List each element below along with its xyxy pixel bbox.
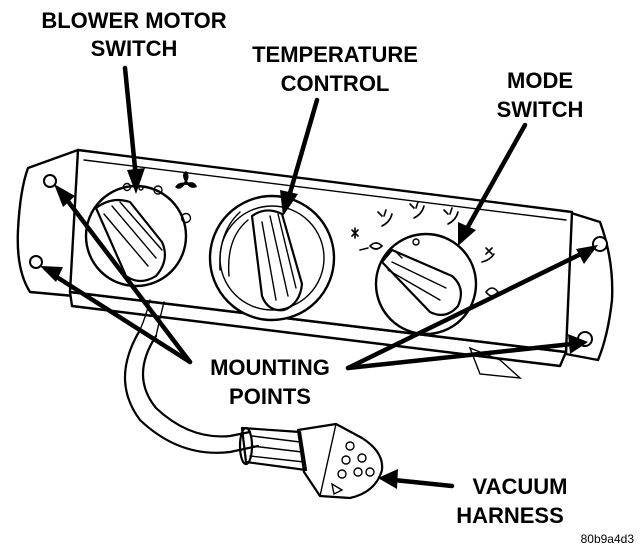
mix-icon [443, 207, 459, 225]
panel-vent-icon [359, 242, 384, 251]
mode-switch-label-line1: MODE [507, 68, 573, 93]
vacuum-harness-label-line1: VACUUM [473, 474, 568, 499]
mounting-hole-upper-right [592, 236, 608, 252]
blower-motor-label-line2: SWITCH [91, 36, 178, 61]
defrost-icon [351, 227, 359, 239]
fan-icon [175, 171, 197, 189]
mounting-hole-lower-left [29, 255, 43, 269]
mounting-hole-upper-left [43, 174, 57, 188]
temperature-control-knob [208, 194, 336, 322]
temperature-control-label-line1: TEMPERATURE [252, 42, 418, 67]
floor-defrost-icon [481, 247, 495, 263]
callout-arrows [40, 65, 598, 489]
figure-code: 80b9a4d3 [581, 532, 635, 546]
bilevel-icon [409, 201, 425, 219]
mode-switch-knob [374, 232, 478, 336]
mode-symbols [351, 201, 500, 297]
recirculation-icon [484, 287, 500, 297]
floor-vent-icon [377, 209, 393, 227]
vacuum-harness [124, 299, 384, 500]
vacuum-harness-label-line2: HARNESS [456, 503, 564, 528]
mounting-points-label-line2: POINTS [229, 384, 311, 409]
mounting-points-label-line1: MOUNTING [210, 355, 330, 380]
temperature-control-label-line2: CONTROL [281, 71, 390, 96]
diagram-labels: BLOWER MOTOR SWITCH TEMPERATURE CONTROL … [41, 8, 634, 546]
blower-motor-label-line1: BLOWER MOTOR [41, 8, 226, 33]
mode-switch-label-line2: SWITCH [497, 97, 584, 122]
